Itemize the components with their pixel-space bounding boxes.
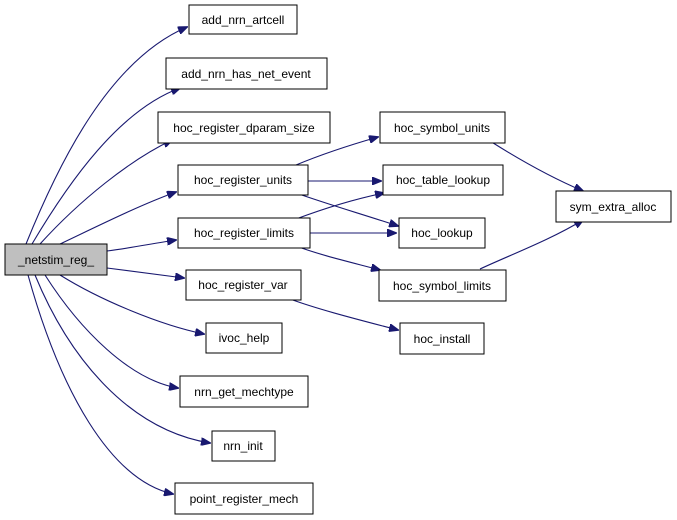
node-label: add_nrn_has_net_event	[181, 67, 311, 81]
node-label: nrn_init	[223, 439, 263, 453]
node-nrn-get-mechtype[interactable]: nrn_get_mechtype	[179, 375, 309, 408]
edge-limits-to-table-lookup	[295, 193, 384, 220]
edge-netstim-to-ivoc-help	[59, 274, 204, 334]
edge-netstim-to-add-nrn-artcell	[25, 27, 187, 245]
node-ivoc-help[interactable]: ivoc_help	[205, 322, 283, 354]
node-label: add_nrn_artcell	[202, 13, 285, 27]
edge-units-to-hoc-lookup	[295, 192, 398, 226]
edge-symbol-limits-to-sym-extra-alloc	[479, 220, 583, 270]
node-hoc-register-limits[interactable]: hoc_register_limits	[177, 217, 311, 249]
node-label: ivoc_help	[219, 331, 270, 345]
edge-netstim-to-hoc-register-dparam-size	[39, 140, 172, 245]
node-label: sym_extra_alloc	[570, 200, 657, 214]
edge-netstim-to-nrn-get-mechtype	[44, 274, 178, 388]
node-netstim-reg[interactable]: _netstim_reg_	[4, 243, 108, 276]
edge-var-to-hoc-install	[289, 298, 398, 330]
node-label: hoc_symbol_limits	[393, 279, 491, 293]
node-add-nrn-has-net-event[interactable]: add_nrn_has_net_event	[165, 57, 328, 90]
edges	[25, 27, 583, 494]
node-label: hoc_register_dparam_size	[173, 121, 315, 135]
edge-symbol-units-to-sym-extra-alloc	[489, 140, 583, 191]
node-hoc-register-dparam-size[interactable]: hoc_register_dparam_size	[157, 111, 331, 144]
edge-netstim-to-add-nrn-has-net-event	[31, 88, 180, 245]
node-hoc-symbol-units[interactable]: hoc_symbol_units	[379, 111, 506, 144]
node-add-nrn-artcell[interactable]: add_nrn_artcell	[188, 4, 298, 35]
node-hoc-symbol-limits[interactable]: hoc_symbol_limits	[378, 269, 507, 302]
edge-netstim-to-hoc-register-var	[106, 267, 184, 278]
edge-netstim-to-point-register-mech	[27, 274, 173, 494]
edge-netstim-to-hoc-register-units	[59, 192, 176, 245]
node-label: hoc_table_lookup	[396, 173, 490, 187]
node-label: hoc_register_units	[194, 173, 292, 187]
node-label: hoc_symbol_units	[394, 121, 490, 135]
node-label: nrn_get_mechtype	[194, 385, 294, 399]
edge-units-to-symbol-units	[295, 137, 378, 166]
edge-netstim-to-nrn-init	[34, 274, 210, 443]
node-label: hoc_register_limits	[194, 226, 294, 240]
node-label: _netstim_reg_	[17, 253, 94, 267]
node-label: hoc_register_var	[198, 278, 287, 292]
edge-limits-to-symbol-limits	[295, 245, 380, 270]
node-hoc-table-lookup[interactable]: hoc_table_lookup	[382, 164, 504, 196]
node-label: hoc_lookup	[411, 226, 473, 240]
node-hoc-register-units[interactable]: hoc_register_units	[177, 164, 309, 196]
edge-netstim-to-hoc-register-limits	[106, 240, 176, 252]
node-hoc-register-var[interactable]: hoc_register_var	[185, 269, 302, 301]
node-point-register-mech[interactable]: point_register_mech	[174, 482, 314, 515]
node-label: point_register_mech	[190, 492, 299, 506]
node-nrn-init[interactable]: nrn_init	[211, 430, 276, 462]
node-sym-extra-alloc[interactable]: sym_extra_alloc	[555, 190, 672, 223]
node-hoc-lookup[interactable]: hoc_lookup	[398, 217, 486, 249]
node-label: hoc_install	[414, 332, 471, 346]
node-hoc-install[interactable]: hoc_install	[399, 322, 485, 355]
